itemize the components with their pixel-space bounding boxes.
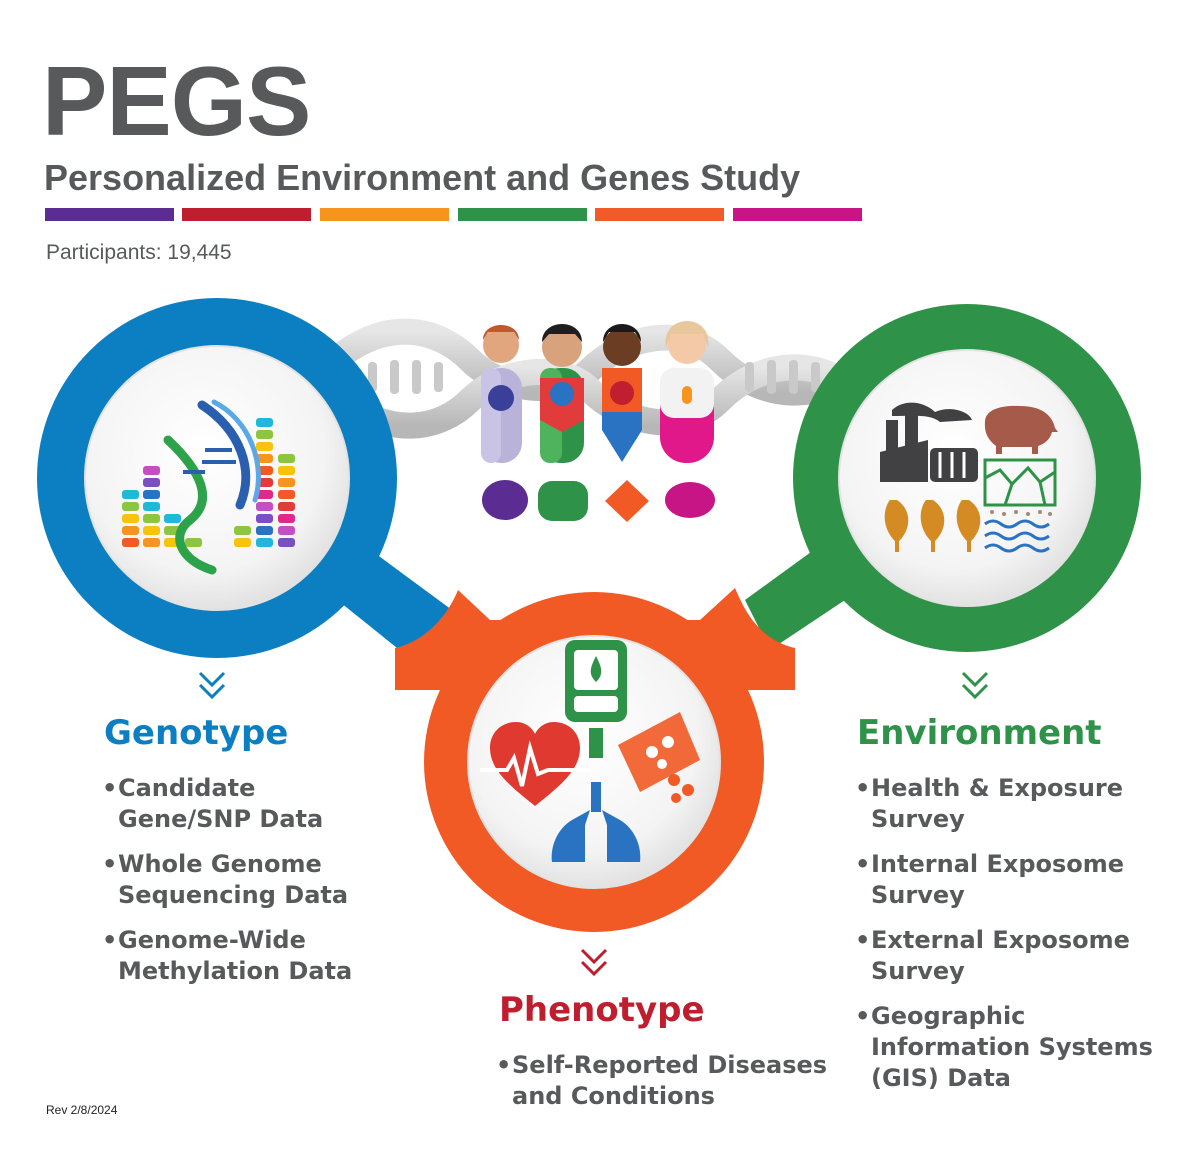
genotype-chevron-icon [198,671,226,700]
environmental-exposures-icon [880,402,1058,553]
environment-item-internal-exposome: Internal Exposome Survey [855,849,1155,911]
genotype-title: Genotype [104,713,289,753]
color-bar-orange [595,208,724,221]
participant-count: Participants: 19,445 [46,241,232,264]
phenotype-item-self-reported: Self-Reported Diseases and Conditions [496,1050,836,1112]
genotype-list: Candidate Gene/SNP Data Whole Genome Seq… [102,773,382,1001]
dna-helix-icon [322,318,873,439]
environment-chevron-icon [961,671,989,700]
genotype-item-wgs: Whole Genome Sequencing Data [102,849,382,911]
color-bar-yellow [320,208,449,221]
environment-item-health-survey: Health & Exposure Survey [855,773,1155,835]
phenotype-chevron-icon [580,948,608,977]
dna-sequencing-icon [122,399,295,575]
color-bar-purple [45,208,174,221]
phenotype-title: Phenotype [499,990,705,1030]
page-subtitle: Personalized Environment and Genes Study [44,157,801,198]
environment-title: Environment [857,713,1102,753]
genotype-item-methylation: Genome-Wide Methylation Data [102,925,382,987]
color-bar-magenta [733,208,862,221]
participant-figures-icon [481,321,715,522]
page-title: PEGS [42,46,311,156]
color-bar-green [458,208,587,221]
health-measurement-icon [480,640,700,862]
environment-item-gis: Geographic Information Systems (GIS) Dat… [855,1001,1155,1094]
environment-list: Health & Exposure Survey Internal Exposo… [855,773,1155,1108]
genotype-item-candidate: Candidate Gene/SNP Data [102,773,382,835]
color-bar-red [182,208,311,221]
environment-item-external-exposome: External Exposome Survey [855,925,1155,987]
phenotype-list: Self-Reported Diseases and Conditions [496,1050,836,1126]
revision-date: Rev 2/8/2024 [46,1103,118,1117]
